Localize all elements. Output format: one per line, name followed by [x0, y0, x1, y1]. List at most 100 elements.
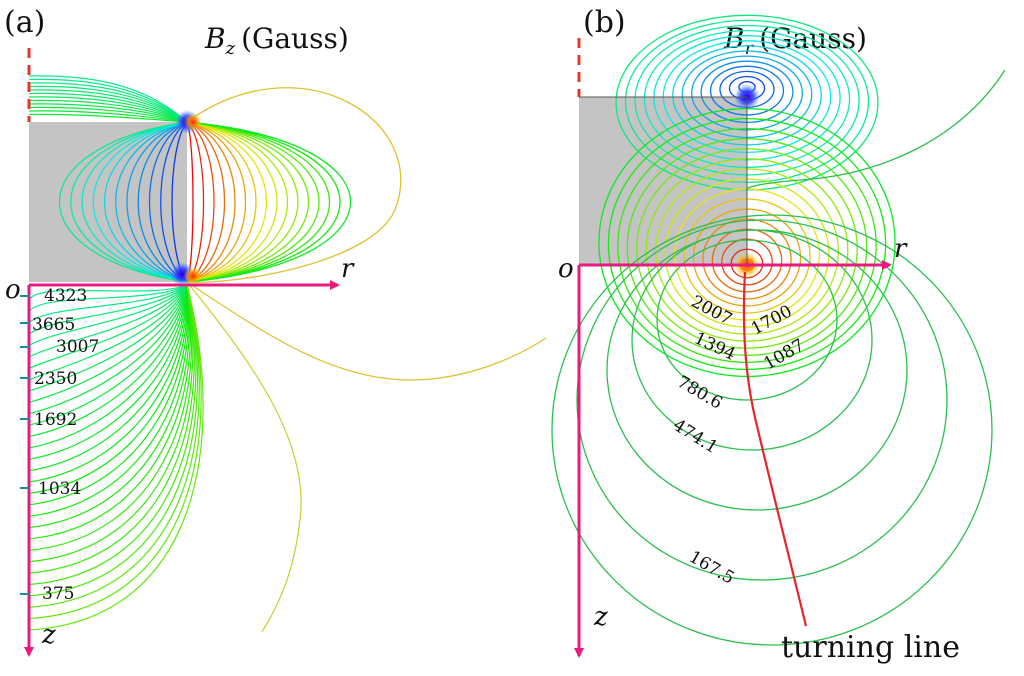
field-line	[186, 121, 236, 283]
field-line	[28, 284, 188, 347]
panel-a-title: Bz(Gauss)	[204, 22, 349, 59]
contour-label: 375	[42, 584, 74, 604]
panel-a-r-label: r	[341, 254, 355, 284]
field-line	[28, 284, 191, 529]
panel-b: (b) Br(Gauss) r z o turning line 2007 17…	[551, 5, 1006, 665]
field-line	[115, 121, 188, 283]
field-line	[28, 284, 188, 415]
field-line	[186, 121, 257, 283]
field-line	[28, 284, 188, 472]
field-line	[186, 121, 299, 283]
field-line	[28, 284, 197, 586]
field-line	[28, 284, 188, 312]
field-line	[186, 121, 267, 283]
field-line	[28, 284, 190, 517]
field-line	[28, 78, 188, 123]
panel-b-z-label: z	[593, 602, 608, 632]
panel-a-z-label: z	[41, 620, 56, 650]
field-line	[186, 121, 278, 283]
field-line	[28, 103, 188, 123]
turning-line-label: turning line	[781, 630, 960, 665]
field-line	[28, 284, 188, 426]
panel-b-origin-label: o	[558, 254, 574, 284]
contour-label: 780.6	[674, 372, 726, 414]
field-line	[28, 92, 188, 123]
field-line	[28, 284, 188, 301]
panel-a: (a) Bz(Gauss) r z o 4323 3665 3007 2350 …	[4, 5, 547, 657]
panel-a-contours	[28, 75, 547, 633]
field-line	[186, 121, 310, 283]
field-line	[28, 284, 200, 608]
field-line	[186, 121, 341, 283]
field-line	[28, 82, 188, 123]
field-line	[186, 121, 330, 283]
contour-label: 2350	[34, 369, 77, 389]
contour-label: 474.1	[669, 415, 721, 458]
panel-a-title-unit: (Gauss)	[241, 22, 349, 55]
field-line	[28, 284, 193, 551]
panel-a-contour-labels: 4323 3665 3007 2350 1692 1034 375	[20, 286, 99, 604]
panel-a-title-sub: z	[225, 38, 236, 59]
field-line	[28, 284, 195, 574]
field-line	[186, 121, 226, 283]
field-line	[126, 121, 188, 283]
field-line	[28, 284, 188, 335]
contour-label: 2007	[688, 292, 736, 330]
field-line	[551, 214, 993, 646]
field-line	[747, 69, 1006, 189]
field-line	[81, 121, 188, 283]
panel-b-label: (b)	[583, 5, 626, 40]
contour-label: 4323	[44, 286, 87, 306]
field-line	[28, 106, 188, 123]
field-line	[28, 284, 192, 540]
contour-label: 1692	[34, 410, 77, 430]
field-line	[28, 284, 189, 495]
field-line	[28, 284, 194, 563]
contour-label: 1034	[38, 479, 81, 499]
field-line	[28, 96, 188, 123]
field-line	[28, 284, 188, 324]
field-line	[186, 121, 352, 283]
field-line	[28, 99, 188, 123]
contour-label: 3007	[56, 337, 99, 357]
field-line	[70, 121, 188, 283]
field-line	[186, 281, 302, 633]
field-line	[186, 121, 320, 283]
field-line	[137, 121, 188, 283]
field-line	[28, 284, 188, 483]
field-line	[58, 121, 188, 283]
field-line	[28, 284, 188, 438]
field-line	[104, 121, 188, 283]
field-line	[186, 121, 289, 283]
field-line	[28, 284, 188, 403]
field-line	[606, 229, 908, 511]
contour-label: 3665	[32, 315, 75, 335]
panel-b-contours	[551, 14, 1006, 646]
field-line	[186, 281, 547, 381]
field-line	[28, 284, 204, 631]
contour-label: 1394	[691, 328, 739, 364]
panel-b-r-label: r	[894, 234, 908, 264]
field-line	[28, 89, 188, 123]
field-line	[186, 121, 205, 283]
field-line	[576, 219, 948, 581]
field-line	[92, 121, 188, 283]
field-line	[186, 121, 194, 283]
field-line	[186, 121, 246, 283]
field-line	[28, 284, 188, 460]
pole-spot	[184, 267, 202, 285]
field-line	[28, 284, 202, 620]
field-line	[28, 110, 188, 123]
panel-b-contour-labels: 2007 1700 1394 1087 780.6 474.1 167.5	[669, 292, 808, 589]
panel-a-label: (a)	[4, 5, 45, 40]
field-line	[28, 284, 199, 597]
field-line	[28, 75, 188, 123]
field-line	[28, 284, 188, 392]
turning-line	[742, 271, 808, 627]
field-line	[28, 284, 189, 506]
field-line	[28, 284, 188, 449]
field-line	[28, 284, 188, 358]
panel-a-origin-label: o	[5, 275, 21, 305]
panel-b-title-sub: r	[745, 38, 755, 59]
